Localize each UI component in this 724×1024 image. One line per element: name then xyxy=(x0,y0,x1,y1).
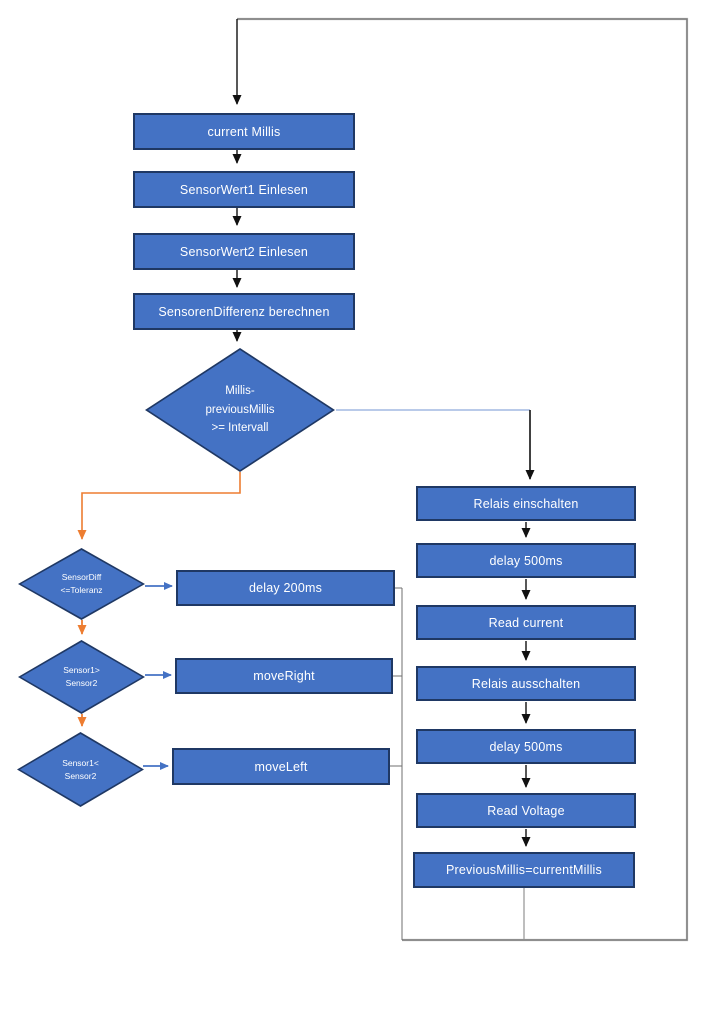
node-sensorwert2: SensorWert2 Einlesen xyxy=(133,233,355,270)
decision-less-line2: Sensor2 xyxy=(64,770,97,781)
node-previousmillis: PreviousMillis=currentMillis xyxy=(413,852,635,888)
node-delay500b-label: delay 500ms xyxy=(489,739,563,754)
decision-interval-label: Millis- previousMillis >= Intervall xyxy=(145,348,335,472)
node-moveleft-label: moveLeft xyxy=(254,759,308,774)
node-sensorwert1-label: SensorWert1 Einlesen xyxy=(179,182,309,197)
node-relais-ein-label: Relais einschalten xyxy=(473,496,579,511)
node-relais-aus: Relais ausschalten xyxy=(416,666,636,701)
node-sensordifferenz: SensorenDifferenz berechnen xyxy=(133,293,355,330)
decision-less: Sensor1< Sensor2 xyxy=(17,732,144,807)
decision-interval-line3: >= Intervall xyxy=(211,422,269,435)
decision-tolerance-label: SensorDiff <=Toleranz xyxy=(18,548,145,620)
decision-greater-label: Sensor1> Sensor2 xyxy=(18,640,145,714)
node-current-millis-label: current Millis xyxy=(207,124,281,139)
node-delay500a: delay 500ms xyxy=(416,543,636,578)
node-read-current: Read current xyxy=(416,605,636,640)
node-moveright: moveRight xyxy=(175,658,393,694)
decision-interval: Millis- previousMillis >= Intervall xyxy=(145,348,335,472)
node-sensorwert2-label: SensorWert2 Einlesen xyxy=(179,244,309,259)
node-read-voltage: Read Voltage xyxy=(416,793,636,828)
decision-greater: Sensor1> Sensor2 xyxy=(18,640,145,714)
decision-interval-line2: previousMillis xyxy=(205,403,275,416)
decision-tolerance: SensorDiff <=Toleranz xyxy=(18,548,145,620)
decision-less-line1: Sensor1< xyxy=(62,757,99,768)
node-read-current-label: Read current xyxy=(488,615,564,630)
node-moveleft: moveLeft xyxy=(172,748,390,785)
node-delay200: delay 200ms xyxy=(176,570,395,606)
node-sensordifferenz-label: SensorenDifferenz berechnen xyxy=(158,304,330,319)
decision-tolerance-line2: <=Toleranz xyxy=(60,585,103,595)
node-current-millis: current Millis xyxy=(133,113,355,150)
decision-interval-line1: Millis- xyxy=(225,385,255,398)
node-read-voltage-label: Read Voltage xyxy=(487,803,565,818)
decision-less-label: Sensor1< Sensor2 xyxy=(17,732,144,807)
arrow-decision-tolerance xyxy=(77,472,241,540)
decision-greater-line1: Sensor1> xyxy=(63,665,100,676)
node-relais-aus-label: Relais ausschalten xyxy=(471,676,581,691)
node-delay500a-label: delay 500ms xyxy=(489,553,563,568)
node-relais-ein: Relais einschalten xyxy=(416,486,636,521)
node-moveright-label: moveRight xyxy=(253,669,315,683)
decision-tolerance-line1: SensorDiff xyxy=(61,572,102,583)
connector-loop-rail-dark xyxy=(237,18,688,941)
decision-greater-line2: Sensor2 xyxy=(65,678,98,688)
node-delay200-label: delay 200ms xyxy=(248,581,323,595)
node-delay500b: delay 500ms xyxy=(416,729,636,764)
node-previousmillis-label: PreviousMillis=currentMillis xyxy=(446,863,602,877)
node-sensorwert1: SensorWert1 Einlesen xyxy=(133,171,355,208)
